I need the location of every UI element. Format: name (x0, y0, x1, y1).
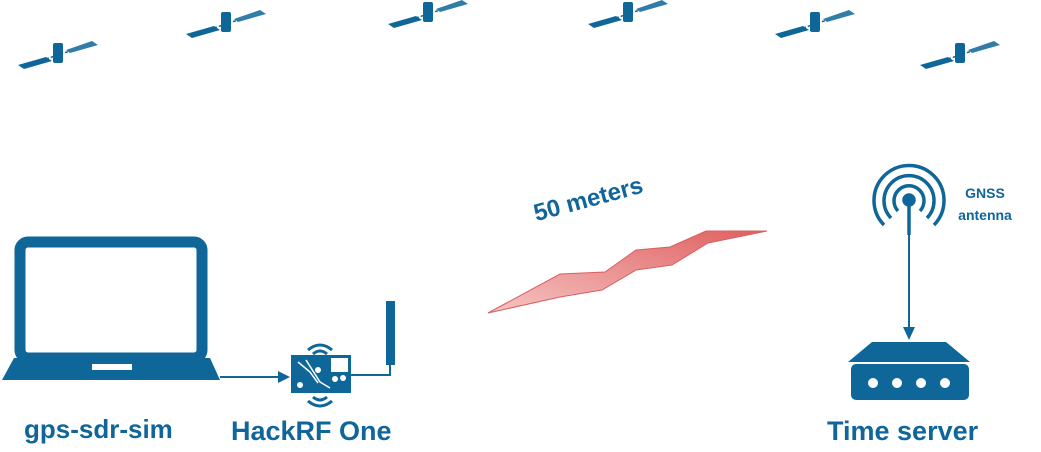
satellite-icon (185, 9, 267, 39)
signal-wave (487, 230, 768, 314)
laptop-icon (2, 236, 220, 380)
server-label: Time server (827, 416, 979, 446)
satellite-icon (17, 40, 99, 70)
gnss-antenna-icon (872, 163, 946, 235)
time-server-icon (848, 342, 970, 400)
laptop-label: gps-sdr-sim (24, 414, 173, 444)
antenna-label-line1: GNSS (965, 185, 1005, 201)
satellite-icon (919, 40, 1001, 70)
antenna-label: GNSS antenna (952, 182, 1018, 226)
antenna-label-line2: antenna (958, 207, 1012, 223)
satellite-icon (587, 0, 669, 29)
hackrf-label: HackRF One (231, 416, 392, 446)
hackrf-icon (291, 343, 351, 408)
hackrf-antenna-icon (386, 301, 395, 365)
satellite-icon (387, 0, 469, 29)
satellite-icon (774, 9, 856, 39)
